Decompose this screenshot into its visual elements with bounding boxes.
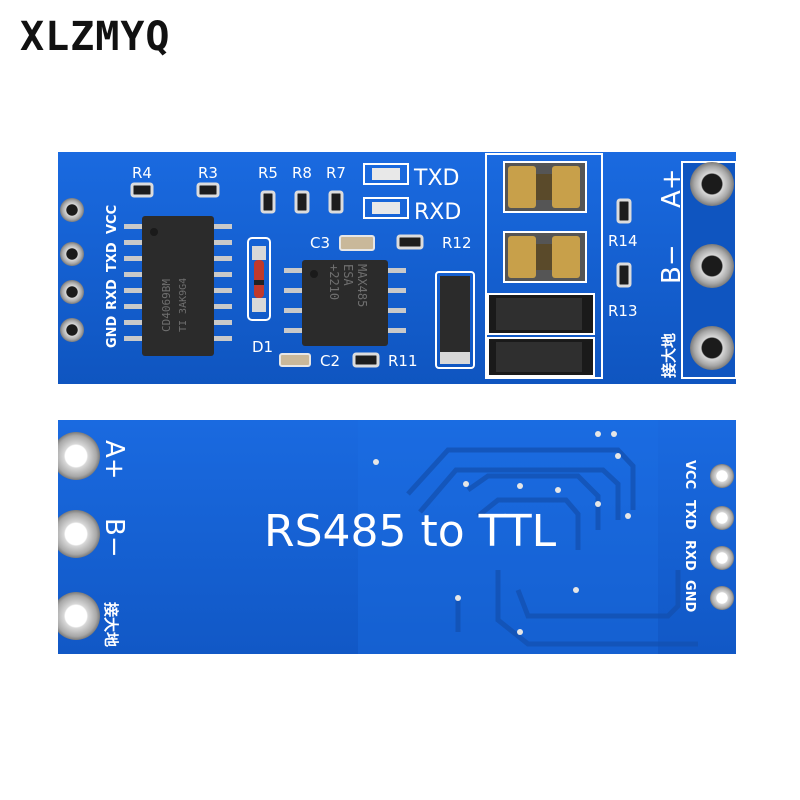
header-labels-bottom: VCC TXD RXD GND (682, 460, 697, 613)
terminal-holes (681, 161, 736, 379)
pcb-bottom-view: A+ B− 接大地 RS485 to TTL VCC TXD RXD GND (58, 420, 736, 654)
protection-outline (485, 153, 603, 379)
bottom-pin-vcc: VCC (682, 460, 697, 489)
resistor-r13 (616, 262, 632, 288)
pin-label-rxd: RXD (105, 279, 120, 310)
pin-label-txd: TXD (105, 242, 120, 272)
bottom-pin-rxd: RXD (682, 540, 697, 571)
label-r11: R11 (388, 352, 418, 370)
label-r4: R4 (132, 164, 152, 182)
chip-text-line2: ESA (341, 264, 355, 286)
bottom-terminal-a-plus-label: A+ (99, 440, 129, 480)
led-label-txd: TXD (413, 166, 459, 191)
header-holes-bottom (710, 464, 734, 610)
label-r8: R8 (292, 164, 312, 182)
smd-resistors (130, 182, 344, 214)
brand-logo-text: XLZMYQ (20, 14, 171, 60)
label-r3: R3 (198, 164, 218, 182)
label-r14: R14 (608, 232, 638, 250)
label-d1: D1 (252, 338, 273, 356)
tvs-diode-horizontal-1 (487, 293, 595, 335)
led-label-rxd: RXD (414, 200, 461, 225)
label-c3: C3 (310, 234, 330, 252)
diode-d1 (247, 237, 271, 321)
terminal-label-ground: 接大地 (660, 333, 678, 378)
led-indicators (363, 163, 409, 219)
capacitor-c3 (339, 235, 375, 251)
bottom-terminal-b-minus-label: B− (99, 518, 129, 558)
bottom-pin-gnd: GND (682, 580, 697, 613)
pin-label-gnd: GND (105, 315, 120, 348)
pcb-traces (406, 447, 698, 647)
pcb-top-view: GND RXD TXD VCC CD4069BM TI 3AK9G4 R4 R3… (58, 152, 736, 384)
bottom-pin-txd: TXD (682, 500, 697, 530)
resistor-r14 (616, 198, 632, 224)
resistor-r12 (396, 234, 424, 250)
terminal-label-ground-group: 接大地 (660, 333, 678, 378)
resistor-r11 (352, 352, 380, 368)
polyfuse-bottom (503, 231, 587, 283)
label-c2: C2 (320, 352, 340, 370)
vias (373, 431, 631, 635)
label-r5: R5 (258, 164, 278, 182)
ic-soic14: CD4069BM TI 3AK9G4 (124, 216, 232, 356)
svg-text:TI 3AK9G4: TI 3AK9G4 (178, 278, 189, 332)
chip-text-line3: +2210 (327, 264, 341, 300)
label-r13: R13 (608, 302, 638, 320)
board-title: RS485 to TTL (264, 506, 557, 557)
header-pin-holes (60, 198, 84, 342)
bottom-terminal-ground-label: 接大地 (102, 602, 120, 647)
chip-text-line1: MAX485 (355, 264, 369, 307)
capacitor-c2 (279, 353, 311, 367)
polyfuse-top (503, 161, 587, 213)
header-pin-labels: GND RXD TXD VCC (105, 205, 120, 348)
label-r7: R7 (326, 164, 346, 182)
ic-max485: MAX485 ESA +2210 (284, 260, 406, 346)
pin-label-vcc: VCC (105, 205, 120, 234)
svg-text:CD4069BM: CD4069BM (160, 279, 173, 332)
tvs-diode-vertical (435, 271, 475, 369)
label-r12: R12 (442, 234, 472, 252)
terminal-holes-bottom (58, 432, 100, 640)
tvs-diode-horizontal-2 (487, 337, 595, 377)
